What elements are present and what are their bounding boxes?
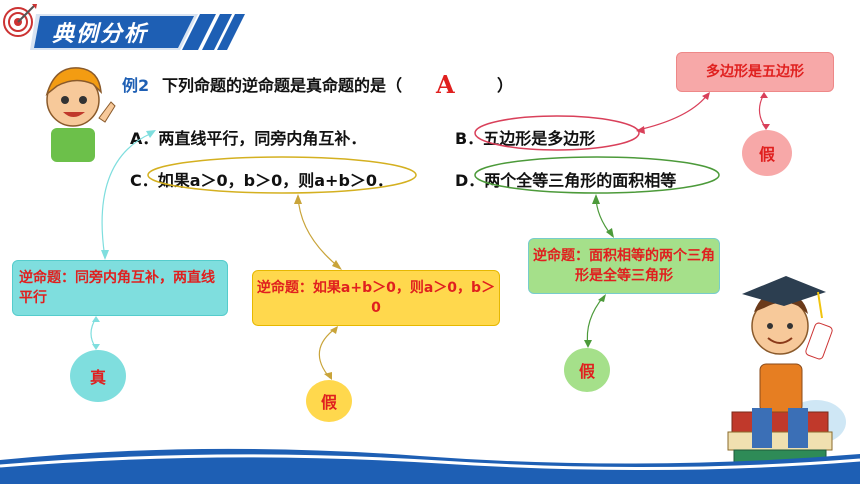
verdict-a: 真 (70, 350, 126, 402)
option-a: A．两直线平行，同旁内角互补． (130, 129, 367, 148)
verdict-d: 假 (564, 348, 610, 392)
question-text: 下列命题的逆命题是真命题的是（ (162, 76, 403, 95)
connector-c (297, 195, 341, 269)
boy-icon (45, 67, 116, 162)
target-icon (3, 4, 37, 37)
converse-box-b: 多边形是五边形 (676, 52, 834, 92)
option-c: C．如果a＞0，b＞0，则a+b＞0． (130, 171, 394, 190)
option-b: B．五边形是多边形 (455, 129, 596, 148)
converse-box-d: 逆命题：面积相等的两个三角形是全等三角形 (528, 238, 720, 294)
header-banner (30, 14, 245, 50)
answer-value: A (436, 70, 455, 99)
question-paren-close: ） (497, 76, 514, 95)
section-title: 典例分析 (52, 22, 149, 47)
verdict-b: 假 (742, 130, 792, 176)
bottom-wave (0, 448, 860, 484)
connector-d (595, 195, 613, 237)
graduate-icon (727, 276, 846, 471)
connector-b (637, 93, 709, 131)
option-d: D．两个全等三角形的面积相等 (455, 171, 677, 190)
converse-box-a: 逆命题：同旁内角互补，两直线平行 (12, 260, 228, 316)
connector-b-verdict (758, 93, 767, 129)
connector-a-verdict (90, 317, 97, 349)
verdict-c: 假 (306, 380, 352, 422)
connector-c-verdict (318, 327, 337, 379)
connector-d-verdict (586, 295, 605, 347)
example-label: 例2 (122, 76, 150, 95)
converse-box-c: 逆命题：如果a+b＞0，则a＞0，b＞0 (252, 270, 500, 326)
